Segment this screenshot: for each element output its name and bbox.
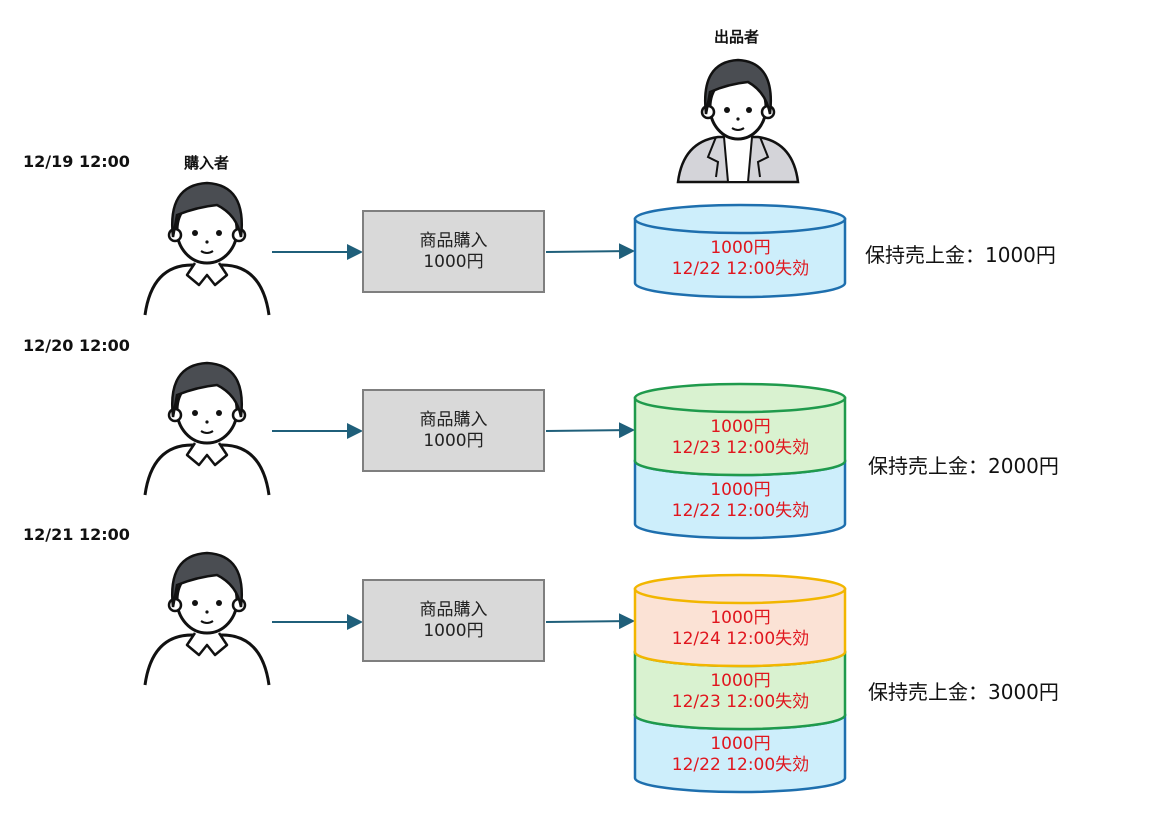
balance-label-3: 保持売上金：3000円 [868,680,1059,704]
cylinder-top [633,203,847,235]
segment-amount: 1000円 [710,480,771,500]
purchase-amount: 1000円 [423,620,484,641]
buyer-avatar-1 [143,181,271,317]
segment-amount: 1000円 [710,417,771,437]
segment-expiry: 12/22 12:00失効 [671,501,810,521]
row-time-1: 12/19 12:00 [23,152,130,171]
segment-amount: 1000円 [710,734,771,754]
segment-expiry: 12/23 12:00失効 [671,692,810,712]
arrow-purchase-to-balance-3 [545,613,635,630]
buyer-avatar-2 [143,361,271,497]
balance-label-2: 保持売上金：2000円 [868,454,1059,478]
balance-cylinders [633,203,847,794]
cylinder-segment-2-1 [633,382,847,477]
segment-expiry: 12/23 12:00失効 [671,438,810,458]
segment-amount: 1000円 [710,238,771,258]
purchase-amount: 1000円 [423,430,484,451]
segment-expiry: 12/22 12:00失効 [671,259,810,279]
purchase-box-1: 商品購入 1000円 [362,210,545,293]
purchase-label: 商品購入 [419,230,488,251]
segment-amount: 1000円 [710,608,771,628]
buyer-avatar-3 [143,551,271,687]
seller-label: 出品者 [714,28,760,46]
row-time-3: 12/21 12:00 [23,525,130,544]
buyer-label: 購入者 [184,154,230,172]
purchase-label: 商品購入 [419,409,488,430]
segment-expiry: 12/22 12:00失効 [671,755,810,775]
balance-label-1: 保持売上金：1000円 [865,243,1056,267]
arrow-purchase-to-balance-2 [545,422,635,439]
purchase-label: 商品購入 [419,599,488,620]
cylinder-top [633,573,847,605]
segment-amount: 1000円 [710,671,771,691]
purchase-box-2: 商品購入 1000円 [362,389,545,472]
purchase-amount: 1000円 [423,251,484,272]
purchase-box-3: 商品購入 1000円 [362,579,545,662]
cylinder-top [633,382,847,414]
cylinder-segment-1-1 [633,203,847,299]
segment-expiry: 12/24 12:00失効 [671,629,810,649]
arrow-purchase-to-balance-1 [545,243,635,260]
seller-avatar [676,58,800,184]
cylinder-segment-3-1 [633,573,847,668]
row-time-2: 12/20 12:00 [23,336,130,355]
